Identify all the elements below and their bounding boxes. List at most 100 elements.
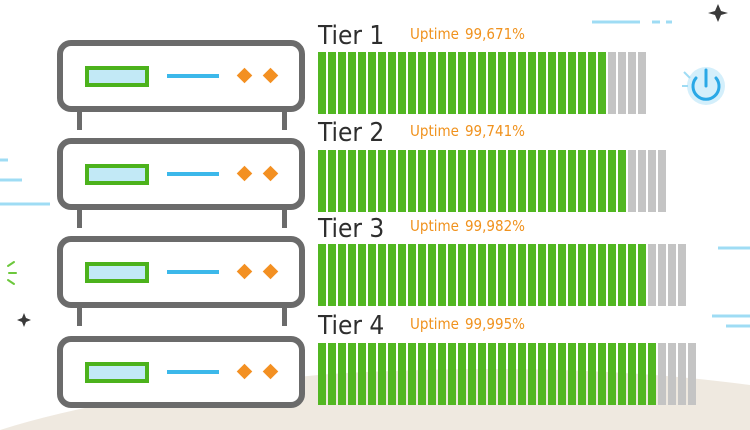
bar-segment-filled xyxy=(558,52,566,114)
bar-segment-filled xyxy=(378,150,386,212)
bar-segment-filled xyxy=(378,244,386,306)
bar-segment-filled xyxy=(618,150,626,212)
status-led xyxy=(262,263,279,280)
bar-segment-filled xyxy=(518,52,526,114)
bar-segment-filled xyxy=(368,244,376,306)
bar-segment-filled xyxy=(598,244,606,306)
bar-segment-empty xyxy=(658,150,666,212)
bar-segment-filled xyxy=(378,52,386,114)
bar-segment-filled xyxy=(428,52,436,114)
bar-segment-filled xyxy=(418,244,426,306)
link-line xyxy=(167,172,219,176)
drive-slot xyxy=(85,262,149,283)
tier-label: Tier 3 xyxy=(318,214,385,244)
bar-segment-filled xyxy=(318,343,326,405)
bar-segment-filled xyxy=(318,52,326,114)
uptime-value: 99,671% xyxy=(464,25,525,43)
bar-segment-filled xyxy=(428,343,436,405)
drive-slot xyxy=(85,66,149,87)
bar-segment-filled xyxy=(538,52,546,114)
bar-segment-filled xyxy=(498,52,506,114)
bar-segment-filled xyxy=(368,343,376,405)
status-led xyxy=(236,263,253,280)
bar-segment-filled xyxy=(328,244,336,306)
bar-segment-filled xyxy=(568,244,576,306)
bar-segment-filled xyxy=(558,150,566,212)
tier-label: Tier 4 xyxy=(318,311,385,341)
bar-segment-filled xyxy=(318,150,326,212)
bar-segment-filled xyxy=(418,52,426,114)
bar-segment-filled xyxy=(528,343,536,405)
bar-segment-filled xyxy=(378,343,386,405)
bar-segment-filled xyxy=(598,343,606,405)
bar-segment-filled xyxy=(628,343,636,405)
bar-segment-filled xyxy=(398,150,406,212)
status-led xyxy=(262,67,279,84)
server-unit-4 xyxy=(57,336,305,408)
bar-segment-filled xyxy=(578,52,586,114)
bar-segment-empty xyxy=(608,52,616,114)
bar-segment-filled xyxy=(608,150,616,212)
bar-segment-filled xyxy=(578,244,586,306)
drive-slot xyxy=(85,164,149,185)
bar-segment-filled xyxy=(498,150,506,212)
bar-segment-filled xyxy=(518,343,526,405)
bar-segment-filled xyxy=(458,343,466,405)
server-unit-3 xyxy=(57,236,305,308)
bar-segment-filled xyxy=(468,52,476,114)
link-line xyxy=(167,74,219,78)
bar-segment-filled xyxy=(328,150,336,212)
uptime-bar xyxy=(318,244,686,306)
bar-segment-filled xyxy=(398,244,406,306)
bar-segment-filled xyxy=(508,244,516,306)
uptime-bar xyxy=(318,150,666,212)
bar-segment-filled xyxy=(468,150,476,212)
rack-connector xyxy=(77,308,287,326)
bar-segment-filled xyxy=(568,343,576,405)
bar-segment-filled xyxy=(318,244,326,306)
power-icon xyxy=(682,67,725,105)
bar-segment-filled xyxy=(448,52,456,114)
sparkle-icon xyxy=(17,313,31,327)
bar-segment-filled xyxy=(588,150,596,212)
server-unit-2 xyxy=(57,138,305,210)
bar-segment-filled xyxy=(588,52,596,114)
bar-segment-filled xyxy=(408,52,416,114)
bar-segment-filled xyxy=(408,150,416,212)
bar-segment-filled xyxy=(348,52,356,114)
uptime-value: 99,995% xyxy=(464,315,525,333)
tier-label: Tier 2 xyxy=(318,118,385,148)
rack-connector xyxy=(77,210,287,228)
bar-segment-filled xyxy=(608,244,616,306)
bar-segment-filled xyxy=(338,343,346,405)
bar-segment-filled xyxy=(338,244,346,306)
bar-segment-filled xyxy=(388,343,396,405)
bar-segment-filled xyxy=(528,150,536,212)
bar-segment-filled xyxy=(438,343,446,405)
bar-segment-filled xyxy=(328,52,336,114)
bar-segment-filled xyxy=(438,52,446,114)
uptime-bar xyxy=(318,52,646,114)
bar-segment-filled xyxy=(538,150,546,212)
bar-segment-filled xyxy=(588,343,596,405)
bar-segment-filled xyxy=(358,52,366,114)
bar-segment-empty xyxy=(668,244,676,306)
bar-segment-filled xyxy=(408,343,416,405)
bar-segment-filled xyxy=(368,52,376,114)
bar-segment-filled xyxy=(538,343,546,405)
uptime-label: Uptime xyxy=(410,25,459,43)
bar-segment-filled xyxy=(358,343,366,405)
uptime-label: Uptime xyxy=(410,122,459,140)
server-unit-1 xyxy=(57,40,305,112)
bar-segment-filled xyxy=(358,150,366,212)
bar-segment-filled xyxy=(638,244,646,306)
bar-segment-filled xyxy=(348,244,356,306)
bar-segment-filled xyxy=(428,150,436,212)
bar-segment-filled xyxy=(598,150,606,212)
bar-segment-filled xyxy=(488,52,496,114)
bar-segment-filled xyxy=(628,244,636,306)
bar-segment-filled xyxy=(478,343,486,405)
